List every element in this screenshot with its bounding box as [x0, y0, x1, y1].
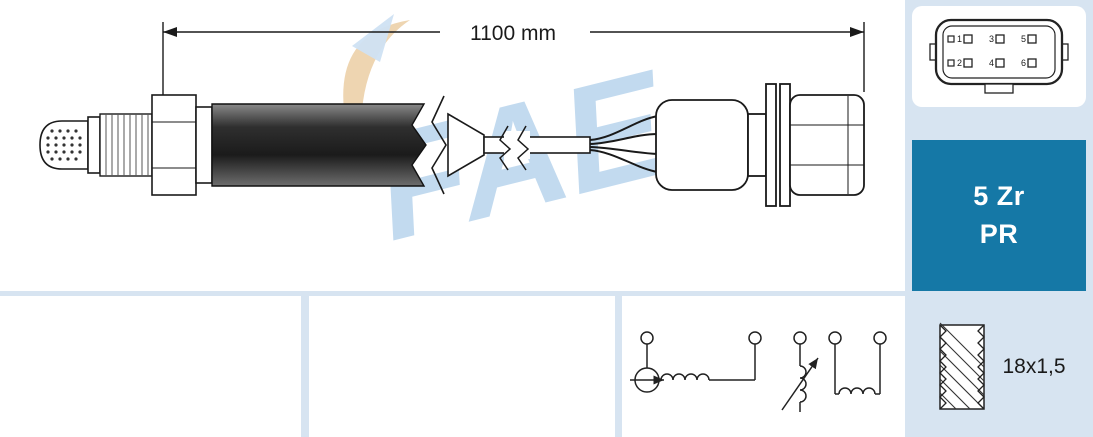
sensor-drawing-panel: FAE 1100 mm: [0, 0, 905, 291]
pin-label-5: 5: [1021, 34, 1026, 44]
sensor-wires: [589, 115, 659, 173]
break-line-icon: [517, 125, 530, 171]
tip-louver-holes: [46, 129, 82, 161]
pin-label-4: 4: [989, 58, 994, 68]
pin-label-2: 2: [957, 58, 962, 68]
body-to-cable-cone: [447, 112, 485, 178]
connector-pinout-card: 1 3 5 2 4 6: [912, 6, 1086, 107]
dimension-label: 1100 mm: [470, 22, 556, 45]
spec-badge-line1: 5 Zr: [973, 180, 1025, 211]
wiring-schematic-icon: [630, 331, 887, 412]
break-line-icon: [431, 95, 447, 195]
thread-size-area: 18x1,5: [912, 296, 1086, 437]
watermark-triangle-icon: [352, 14, 394, 62]
connector-assembly: [655, 83, 865, 207]
thread-size-label: 18x1,5: [1002, 354, 1066, 378]
pin-label-1: 1: [957, 34, 962, 44]
dimension-1100mm: [162, 22, 865, 100]
sensor-hex-nut: [151, 94, 213, 196]
lambda-sensor-drawing: FAE 1100 mm: [39, 14, 865, 272]
sensor-body: [211, 95, 485, 195]
spec-badge: 5 Zr PR: [912, 140, 1086, 291]
spec-badge-line2: PR: [979, 218, 1019, 249]
thread-size-icon: [939, 322, 986, 410]
sensor-thread-section: [99, 113, 153, 177]
bottom-panel-empty-1: [0, 296, 301, 437]
watermark-swoosh-icon: [343, 20, 410, 110]
pin-label-3: 3: [989, 34, 994, 44]
wiring-schematic-panel: [622, 296, 905, 437]
bottom-panel-empty-2: [309, 296, 615, 437]
sensor-tip: [39, 116, 101, 174]
break-line-icon: [499, 125, 512, 171]
pin-label-6: 6: [1021, 58, 1026, 68]
connector-pinout-icon: 1 3 5 2 4 6: [929, 18, 1069, 94]
sensor-cable: [483, 125, 591, 171]
